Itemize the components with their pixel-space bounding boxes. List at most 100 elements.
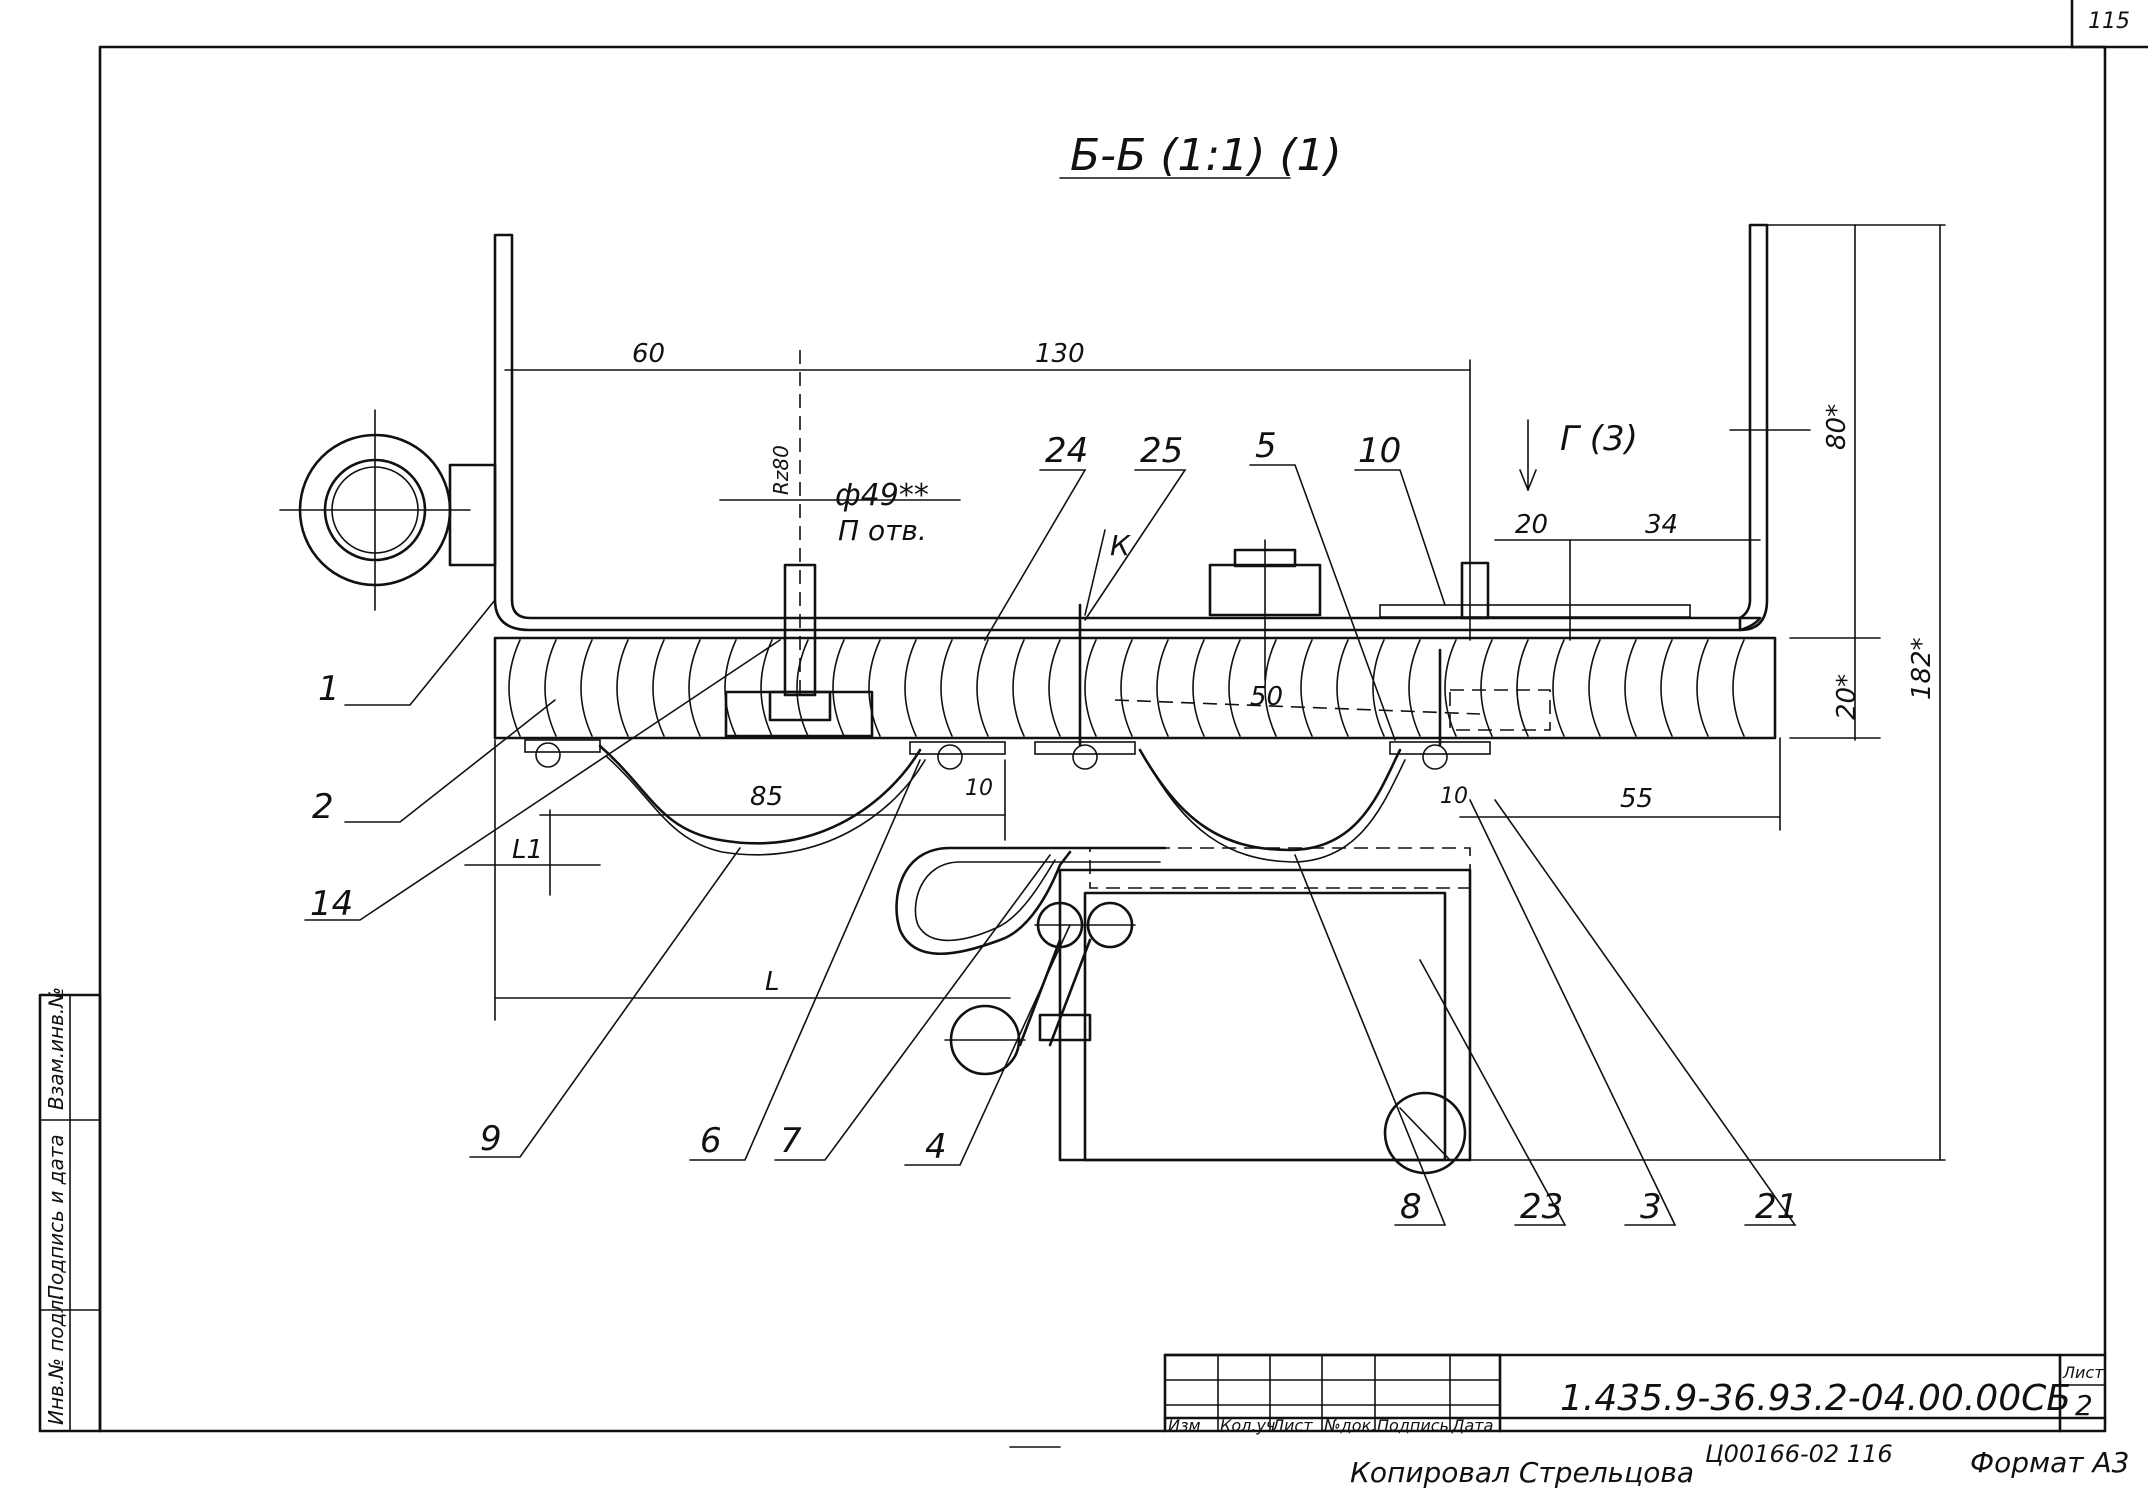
weld-bead — [1192, 639, 1205, 737]
hole-note: П отв. — [838, 514, 927, 547]
dim-l: L — [765, 967, 780, 997]
weld-bead — [1408, 639, 1421, 737]
hole-spec: ф49** — [835, 478, 929, 513]
weld-bead — [1624, 639, 1637, 737]
callout-21: 21 — [1755, 1187, 1798, 1227]
callout-1: 1 — [318, 669, 340, 709]
tb-header-doc: №док. — [1323, 1416, 1376, 1435]
callout-14: 14 — [310, 884, 353, 924]
tb-header-list: Лист — [1271, 1416, 1313, 1435]
roughness-mark: Rz80 — [769, 445, 793, 495]
callout-3: 3 — [1640, 1187, 1662, 1227]
dim-34: 34 — [1645, 510, 1678, 540]
weld-bead — [580, 639, 593, 737]
callout-24: 24 — [1045, 431, 1088, 471]
weld-bead — [1660, 639, 1673, 737]
dimension-lines — [464, 224, 1946, 1161]
weld-bead — [1156, 639, 1169, 737]
membrane-strips — [524, 739, 1491, 770]
callout-5: 5 — [1255, 426, 1277, 466]
dim-130: 130 — [1035, 339, 1085, 369]
weld-bead — [868, 639, 881, 737]
weld-bead — [1372, 639, 1385, 737]
callout-10: 10 — [1358, 431, 1401, 471]
left-bolt — [724, 350, 874, 738]
callout-25: 25 — [1140, 431, 1183, 471]
weld-bead — [1480, 639, 1493, 737]
weld-bead — [1588, 639, 1601, 737]
weld-bead — [976, 639, 989, 737]
weld-bead — [832, 639, 845, 737]
weld-bead — [616, 639, 629, 737]
dim-182: 182* — [1907, 637, 1937, 700]
weld-mark: К — [1110, 529, 1131, 562]
stamp-inv-number: Инв.№ подл. — [44, 1293, 68, 1425]
stamp-replace: Взам.инв.№ — [44, 987, 68, 1110]
stamp-signature: Подпись и дата — [44, 1134, 68, 1300]
weld-bead — [760, 639, 773, 737]
tb-header-date: Дата — [1451, 1416, 1493, 1435]
footer-copied: Копировал Стрельцова — [1350, 1456, 1694, 1489]
dim-l1: L1 — [512, 835, 543, 865]
title-block-grid — [1163, 1353, 2107, 1433]
clamp-mechanism — [895, 846, 1472, 1175]
corner-number: 115 — [2088, 9, 2130, 34]
weld-bead — [508, 639, 521, 737]
side-stamp — [38, 993, 102, 1433]
weld-bead — [1444, 639, 1457, 737]
dim-20: 20 — [1515, 510, 1548, 540]
weld-bead — [724, 639, 737, 737]
callout-6: 6 — [700, 1121, 722, 1161]
weld-bead — [1228, 639, 1241, 737]
right-channel-wall — [1738, 223, 1769, 632]
tb-header-izm: Изм — [1168, 1416, 1201, 1435]
top-nut — [1208, 539, 1322, 681]
weld-bead — [1048, 639, 1061, 737]
weld-bead — [1732, 639, 1745, 737]
dim-50: 50 — [1250, 682, 1283, 712]
dim-60: 60 — [632, 339, 665, 369]
weld-bead — [1120, 639, 1133, 737]
dim-85: 85 — [750, 782, 783, 812]
weld-bead — [1012, 639, 1025, 737]
dim-10-right: 10 — [1440, 784, 1468, 809]
weld-bead — [1264, 639, 1277, 737]
left-channel-wall — [493, 233, 1762, 632]
weld-bead — [544, 639, 557, 737]
weld-bead — [652, 639, 665, 737]
sheet-label: Лист — [2062, 1363, 2104, 1382]
weld-bead — [1516, 639, 1529, 737]
weld-bead — [904, 639, 917, 737]
weld-bead — [1696, 639, 1709, 737]
footer-format: Формат А3 — [1970, 1446, 2129, 1479]
dim-20v: 20* — [1832, 674, 1862, 720]
tb-header-sign: Подпись — [1377, 1416, 1449, 1435]
dim-80: 80* — [1822, 404, 1852, 450]
weld-bead — [1084, 639, 1097, 737]
weld-bead — [1300, 639, 1313, 737]
dim-10-left: 10 — [965, 776, 993, 801]
callout-9: 9 — [480, 1119, 502, 1159]
view-label: Г (3) — [1560, 419, 1638, 459]
membranes — [598, 744, 1406, 863]
callout-23: 23 — [1520, 1187, 1563, 1227]
weld-bead — [796, 639, 809, 737]
weld-bar — [493, 636, 1777, 740]
leader-lines — [304, 464, 1797, 1226]
side-pipe — [279, 409, 497, 611]
sheet-frame — [98, 0, 2148, 1433]
centre-rods — [1078, 603, 1481, 747]
tb-header-kol: Кол.уч — [1220, 1416, 1275, 1435]
sheet-number: 2 — [2075, 1389, 2093, 1422]
callout-8: 8 — [1400, 1187, 1422, 1227]
weld-bead — [940, 639, 953, 737]
section-title: Б-Б (1:1) (1) — [1070, 130, 1342, 181]
callout-4: 4 — [925, 1127, 947, 1167]
dim-55: 55 — [1620, 784, 1653, 814]
weld-bead — [688, 639, 701, 737]
doc-number: 1.435.9-36.93.2-04.00.00СБ — [1560, 1378, 2071, 1419]
callout-2: 2 — [312, 787, 334, 827]
callout-7: 7 — [780, 1121, 802, 1161]
weld-bead — [1336, 639, 1349, 737]
